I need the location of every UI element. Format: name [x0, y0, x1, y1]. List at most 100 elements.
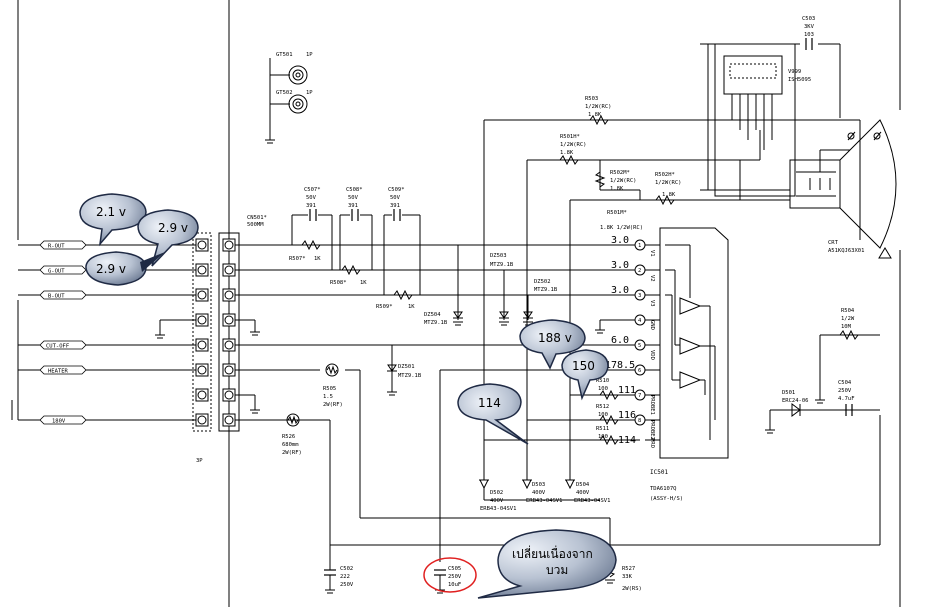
c504-val: 4.7uF	[838, 396, 855, 402]
c508-val: 391	[348, 203, 358, 209]
pin5-voltage: 178.5	[605, 360, 635, 371]
cap-leads	[330, 545, 440, 590]
d504-ref: D504	[576, 482, 590, 488]
crt-socket	[715, 44, 896, 258]
v999-val: ISH5095	[788, 77, 811, 83]
ic501-val: TDA6107Q	[650, 486, 677, 492]
label-b-out: B-OUT	[48, 294, 65, 300]
ic-pin-2: 2	[638, 268, 641, 274]
c509-val: 391	[390, 203, 400, 209]
ic501-pin-circles	[635, 240, 645, 425]
r502h-p: 1/2W(RC)	[655, 180, 682, 186]
ic-pin-3: 3	[638, 293, 641, 299]
r505-p: 2W(RF)	[323, 402, 343, 408]
callout-2-9v-a-text: 2.9 v	[158, 221, 188, 235]
r527-val: 33K	[622, 574, 633, 580]
resistors	[302, 116, 858, 577]
r510-val: 100	[598, 386, 608, 392]
ic-pin-4: 4	[638, 318, 642, 324]
r512-ref: R512	[596, 404, 609, 410]
ic-pin-name-v1: V1	[649, 250, 655, 257]
r511-val: 100	[598, 434, 608, 440]
callout-2-9v-a: 2.9 v	[138, 210, 198, 266]
r503-p: 1/2W(RC)	[585, 104, 612, 110]
ic-pin-name-gnd: GND	[649, 320, 655, 330]
r504-p: 1/2W	[841, 316, 855, 322]
c502-val: 222	[340, 574, 350, 580]
pin1-voltage: 3.0	[611, 235, 629, 246]
callout-114: 114	[458, 384, 528, 444]
fuse-resistors	[287, 364, 338, 426]
pin7-voltage: 116	[618, 410, 636, 421]
d501-val: ERC24-06	[782, 398, 809, 404]
pin3-voltage: 3.0	[611, 285, 629, 296]
r504-val: 10M	[841, 324, 852, 330]
c507-v: 50V	[306, 195, 317, 201]
r526-val: 680mm	[282, 442, 299, 448]
callout-2-9v-b-text: 2.9 v	[96, 262, 126, 276]
r505-val: 1.5	[323, 394, 333, 400]
c503-v: 3KV	[804, 24, 815, 30]
connector-tags	[40, 241, 86, 424]
label-g-out: G-OUT	[48, 269, 65, 275]
gt-terminals	[289, 66, 307, 113]
board-frame	[18, 0, 900, 607]
c502-v: 250V	[340, 582, 354, 588]
c505-ref: C505	[448, 566, 461, 572]
r508-ref: R508*	[330, 280, 347, 286]
d501-ref: D501	[782, 390, 795, 396]
zener-diodes	[387, 312, 800, 488]
capacitors	[310, 38, 852, 575]
callout-188v: 188 v	[520, 320, 585, 368]
ic-pin-7: 7	[638, 393, 641, 399]
pin6-voltage: 111	[618, 385, 636, 396]
signal-wires	[235, 44, 880, 562]
ic-pin-name-v3: V3	[649, 300, 655, 307]
d502-v: 400V	[490, 498, 504, 504]
pin4-voltage: 6.0	[611, 335, 629, 346]
dz502-ref: DZ502	[534, 279, 551, 285]
r501m-p: 1.8K 1/2W(RC)	[600, 225, 643, 231]
d502-val: ERB43-04SV1	[480, 506, 516, 512]
r509-ref: R509*	[376, 304, 393, 310]
d503-v: 400V	[532, 490, 546, 496]
r503-val: 1.8K	[588, 112, 602, 118]
c508-v: 50V	[348, 195, 359, 201]
ic501-pin-leads	[645, 245, 660, 440]
d504-val: ERB43-04SV1	[574, 498, 610, 504]
c504-v: 250V	[838, 388, 852, 394]
callout-2-1v: 2.1 v	[80, 194, 146, 244]
r503-ref: R503	[585, 96, 598, 102]
d502-ref: D502	[490, 490, 503, 496]
label-cut-off: CUT-OFF	[46, 344, 69, 350]
ic-pin-5: 5	[638, 343, 641, 349]
c508-ref: C508*	[346, 187, 363, 193]
r502m-val: 1.8K	[610, 186, 624, 192]
r511-ref: R511	[596, 426, 609, 432]
r507-val: 1K	[314, 256, 321, 262]
callout-150: 150	[562, 350, 608, 398]
c509-v: 50V	[390, 195, 401, 201]
r501h-ref: R501H*	[560, 134, 580, 140]
cn501-val: 500MM	[247, 222, 264, 228]
r508-val: 1K	[360, 280, 367, 286]
ic-pin-name-probe1: PROBE1	[649, 395, 655, 415]
callout-replaced-line2: บวม	[546, 563, 568, 577]
label-3p: 3P	[196, 458, 203, 464]
connector-pins	[196, 239, 235, 426]
label-heater: HEATER	[48, 369, 69, 375]
dz503-val: MTZ9.1B	[490, 262, 514, 268]
c503-val: 103	[804, 32, 814, 38]
ic501-body	[660, 228, 728, 458]
ic-pin-name-probe2: PROBE2	[649, 420, 655, 440]
crt-val: A51KQJ63X01	[828, 248, 864, 254]
callout-2-1v-text: 2.1 v	[96, 205, 126, 219]
r502h-ref: R502H*	[655, 172, 675, 178]
callout-2-9v-b: 2.9 v	[86, 252, 165, 285]
r501h-val: 1.8K	[560, 150, 574, 156]
label-180v: 180V	[52, 419, 66, 425]
r501h-p: 1/2W(RC)	[560, 142, 587, 148]
dz501-ref: DZ501	[398, 364, 415, 370]
r526-ref: R526	[282, 434, 295, 440]
